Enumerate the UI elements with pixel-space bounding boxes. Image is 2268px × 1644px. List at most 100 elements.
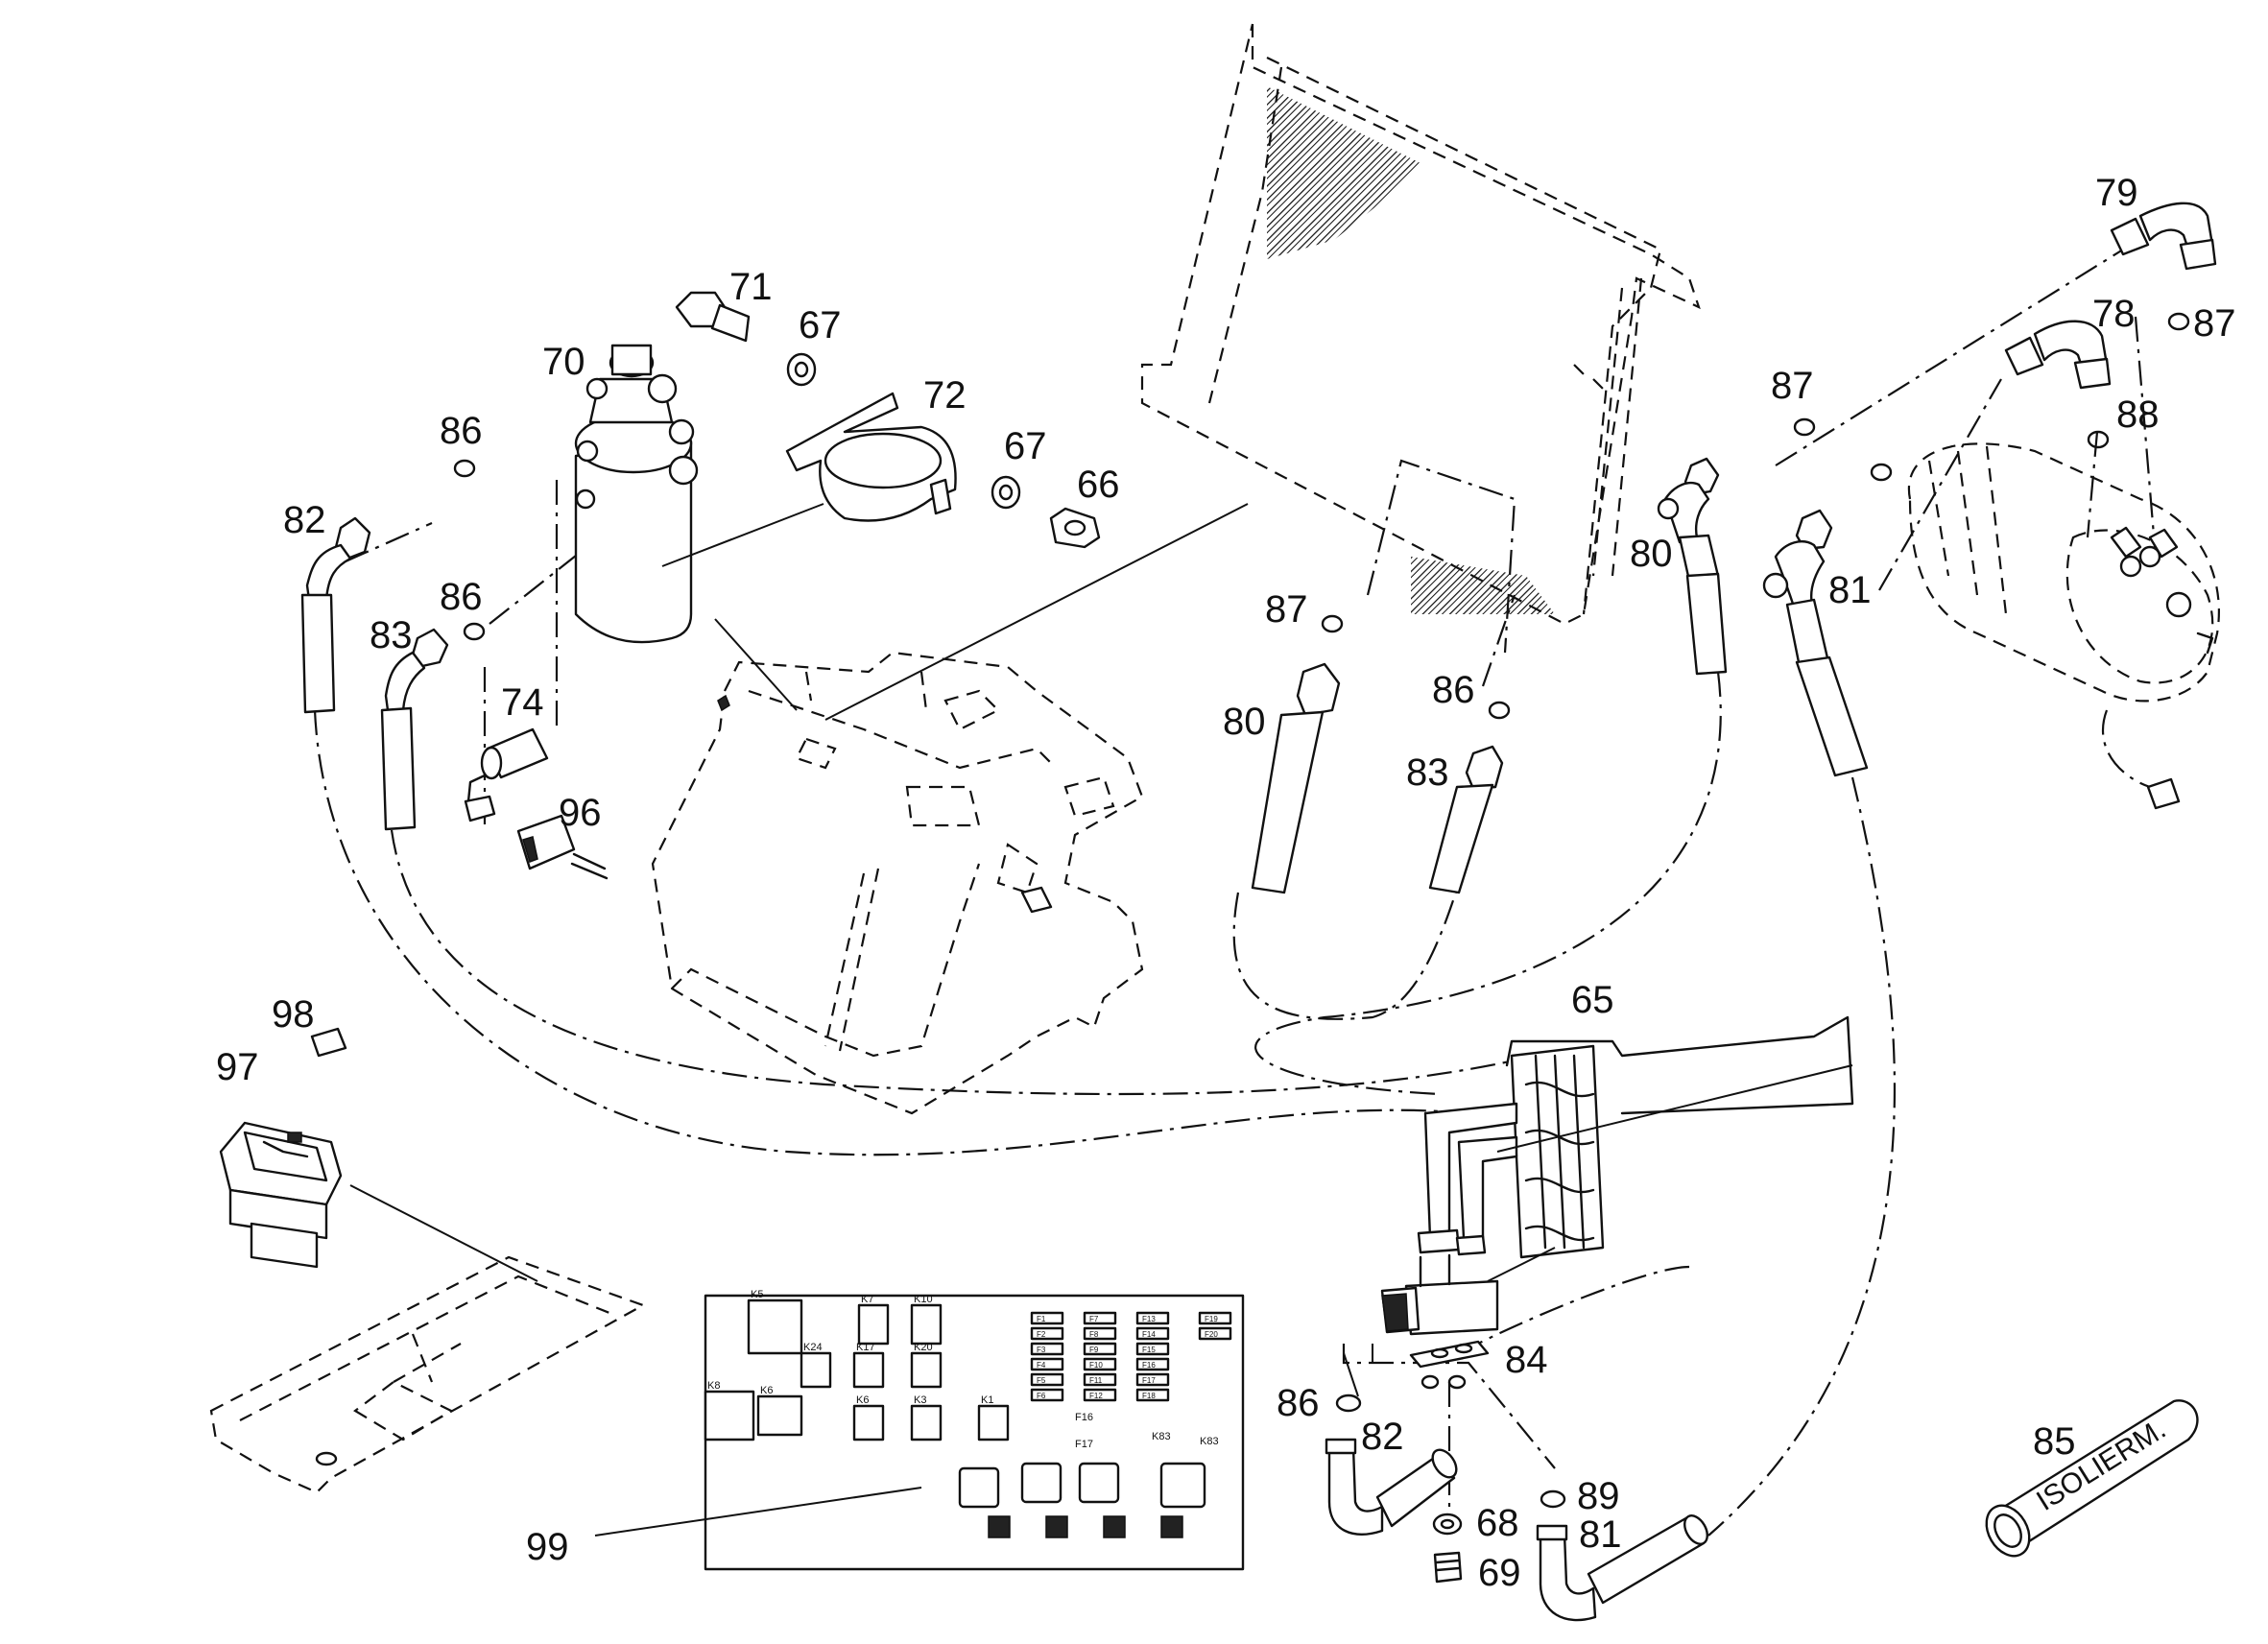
o-ring-87-top-right — [2167, 312, 2190, 331]
pcb-fuse-label: F10 — [1089, 1361, 1103, 1370]
leader-lines — [349, 503, 1853, 1537]
pcb-aux-label: K83 — [1200, 1436, 1219, 1447]
pcb-fuse-label: F13 — [1142, 1315, 1156, 1323]
hose-82-lower — [1325, 1438, 1458, 1536]
pcb-connector — [1045, 1515, 1068, 1538]
pcb-relay-large — [1159, 1462, 1206, 1509]
hose-81-right — [1762, 509, 1869, 777]
callout-74: 74 — [501, 681, 544, 724]
pcb-relay — [852, 1404, 885, 1441]
cab-frame — [651, 651, 1144, 1115]
pcb-fuse-label: F8 — [1089, 1330, 1099, 1339]
callout-82-left: 82 — [283, 499, 326, 541]
pcb-fuse-label: F14 — [1142, 1330, 1156, 1339]
pcb-relay-label: K6 — [856, 1394, 869, 1406]
pcb-fuse-label: F7 — [1089, 1315, 1099, 1323]
clamp-72 — [785, 392, 957, 522]
o-ring-86-lower — [1335, 1394, 1362, 1413]
o-ring-b — [1447, 1374, 1467, 1390]
callout-69: 69 — [1478, 1552, 1521, 1594]
mounting-bracket — [209, 1255, 646, 1494]
pcb-fuse — [1198, 1326, 1232, 1341]
pcb-fuse — [1030, 1311, 1064, 1325]
pcb-relay-large — [1020, 1462, 1062, 1504]
callout-68: 68 — [1476, 1502, 1519, 1544]
callout-89: 89 — [1577, 1475, 1620, 1517]
pcb-fuse-label: F19 — [1205, 1315, 1218, 1323]
callout-70: 70 — [542, 341, 585, 383]
pcb-relay-label: K3 — [914, 1394, 926, 1406]
evaporator-65 — [1417, 1015, 1854, 1259]
pcb-fuse — [1030, 1388, 1064, 1402]
pcb-fuse-label: F6 — [1037, 1392, 1046, 1400]
pcb-fuse-label: F11 — [1089, 1376, 1103, 1385]
pcb-aux-label: F17 — [1075, 1439, 1093, 1450]
nut-66 — [1049, 507, 1101, 549]
condenser-frame — [1140, 23, 1701, 626]
compressor — [1907, 442, 2220, 810]
callout-80-centre: 80 — [1223, 701, 1266, 743]
washer-67-right — [991, 475, 1021, 510]
callout-65: 65 — [1571, 979, 1614, 1021]
callout-labels: 65 66 67 67 68 69 70 71 72 74 78 79 80 8… — [216, 172, 2236, 1594]
label-98 — [310, 1027, 347, 1058]
hose-80-right — [1657, 457, 1728, 676]
pcb-fuse-label: F17 — [1142, 1376, 1156, 1385]
fitting-78 — [2004, 320, 2112, 390]
callout-66: 66 — [1077, 464, 1120, 506]
o-ring-89 — [1540, 1489, 1566, 1509]
insulating-sleeve-85: ISOLIERM. — [1985, 1399, 2199, 1558]
pcb-fuse — [1030, 1326, 1064, 1341]
pcb-fuse-label: F1 — [1037, 1315, 1046, 1323]
pcb-fuse — [1135, 1342, 1170, 1356]
callout-96: 96 — [559, 792, 602, 834]
pcb-aux-label: F16 — [1075, 1412, 1093, 1423]
callout-83-centre: 83 — [1406, 751, 1449, 794]
callout-86-centre: 86 — [1432, 669, 1475, 711]
callout-85: 85 — [2033, 1420, 2076, 1463]
hose-81-lower — [1536, 1514, 1708, 1622]
callout-87-top-right: 87 — [2193, 302, 2236, 345]
o-ring-a — [1420, 1374, 1440, 1390]
pcb-relay-label: K7 — [861, 1294, 873, 1305]
pcb-fuse-label: F9 — [1089, 1346, 1099, 1354]
callout-67-right: 67 — [1004, 425, 1047, 467]
pcb-relay — [756, 1394, 803, 1437]
callout-82-lower: 82 — [1361, 1416, 1404, 1458]
pcb-connector — [988, 1515, 1011, 1538]
pcb-fuse-label: F2 — [1037, 1330, 1046, 1339]
o-ring-86-centre — [1488, 701, 1511, 720]
pcb-fuse — [1030, 1372, 1064, 1387]
pcb-relay — [910, 1303, 943, 1346]
pcb-relay-label: K24 — [803, 1342, 823, 1353]
pcb-fuse — [1030, 1342, 1064, 1356]
receiver-dryer-70 — [574, 344, 699, 644]
o-ring-87-right — [1793, 417, 1816, 437]
pcb-fuse — [1083, 1388, 1117, 1402]
callout-67-top: 67 — [799, 304, 842, 346]
pcb-relay — [857, 1303, 890, 1346]
o-ring-86-b — [463, 622, 486, 641]
callout-79: 79 — [2095, 172, 2138, 214]
pcb-fuse-label: F15 — [1142, 1346, 1156, 1354]
pcb-fuse — [1083, 1342, 1117, 1356]
callout-72: 72 — [923, 374, 967, 417]
pcb-relay — [704, 1390, 755, 1441]
pcb-fuse — [1135, 1357, 1170, 1371]
pcb-relay — [800, 1351, 832, 1389]
pcb-fuse — [1135, 1388, 1170, 1402]
pcb-relay — [910, 1404, 943, 1441]
pcb-relay — [977, 1404, 1010, 1441]
pcb-fuse — [1083, 1372, 1117, 1387]
pcb-fuse-label: F20 — [1205, 1330, 1218, 1339]
pcb-aux-label: K83 — [1152, 1431, 1171, 1442]
callout-84: 84 — [1505, 1339, 1548, 1381]
hose-80-centre — [1251, 662, 1341, 894]
pcb-relay-label: K1 — [981, 1394, 993, 1406]
pcb-connector — [1160, 1515, 1183, 1538]
pcb-relay-label: K5 — [751, 1289, 763, 1300]
pcb-fuse-label: F5 — [1037, 1376, 1046, 1385]
callout-97: 97 — [216, 1046, 259, 1088]
hose-83-left — [380, 628, 449, 831]
